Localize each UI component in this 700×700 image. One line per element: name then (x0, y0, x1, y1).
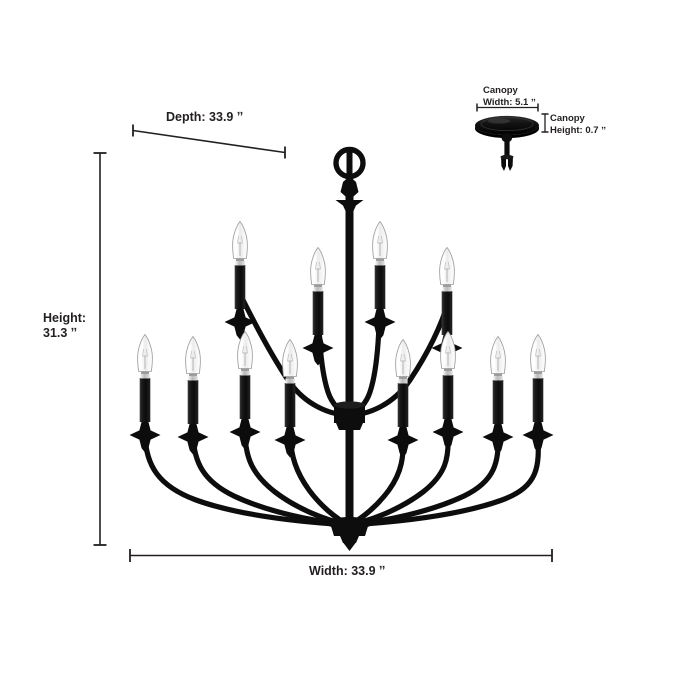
canopy-width-dimension-label: Canopy Width: 5.1 ˮ (483, 85, 536, 109)
width-dimension-line (129, 549, 553, 562)
upper-hub (334, 401, 365, 430)
depth-dimension-line (132, 124, 286, 159)
dimension-lines (93, 103, 553, 562)
depth-dimension-label: Depth: 33.9 ˮ (166, 110, 244, 124)
light-lower-8 (521, 333, 555, 454)
lower-tier-arms (142, 432, 541, 528)
lower-tier-lights (128, 330, 555, 459)
light-upper-1 (223, 220, 257, 341)
light-lower-1 (128, 333, 162, 454)
bottom-hub (325, 517, 374, 551)
light-lower-4 (273, 338, 307, 459)
top-loop-finial (333, 146, 366, 212)
canopy-height-dimension-line (541, 113, 549, 133)
light-lower-2 (176, 335, 210, 456)
canopy-height-dimension-label: Canopy Height: 0.7 ˮ (550, 113, 606, 137)
center-column (345, 188, 354, 533)
light-upper-2 (301, 246, 335, 367)
light-lower-7 (481, 335, 515, 456)
light-lower-3 (228, 330, 262, 451)
upper-tier-lights (223, 220, 464, 367)
light-upper-3 (363, 220, 397, 341)
height-dimension-line (93, 152, 107, 546)
width-dimension-label: Width: 33.9 ˮ (309, 564, 386, 578)
canopy-width-dimension-line (476, 103, 539, 112)
canopy-assembly (475, 115, 539, 171)
chandelier-body (128, 146, 555, 551)
height-dimension-label: Height: 31.3 ˮ (43, 311, 87, 341)
